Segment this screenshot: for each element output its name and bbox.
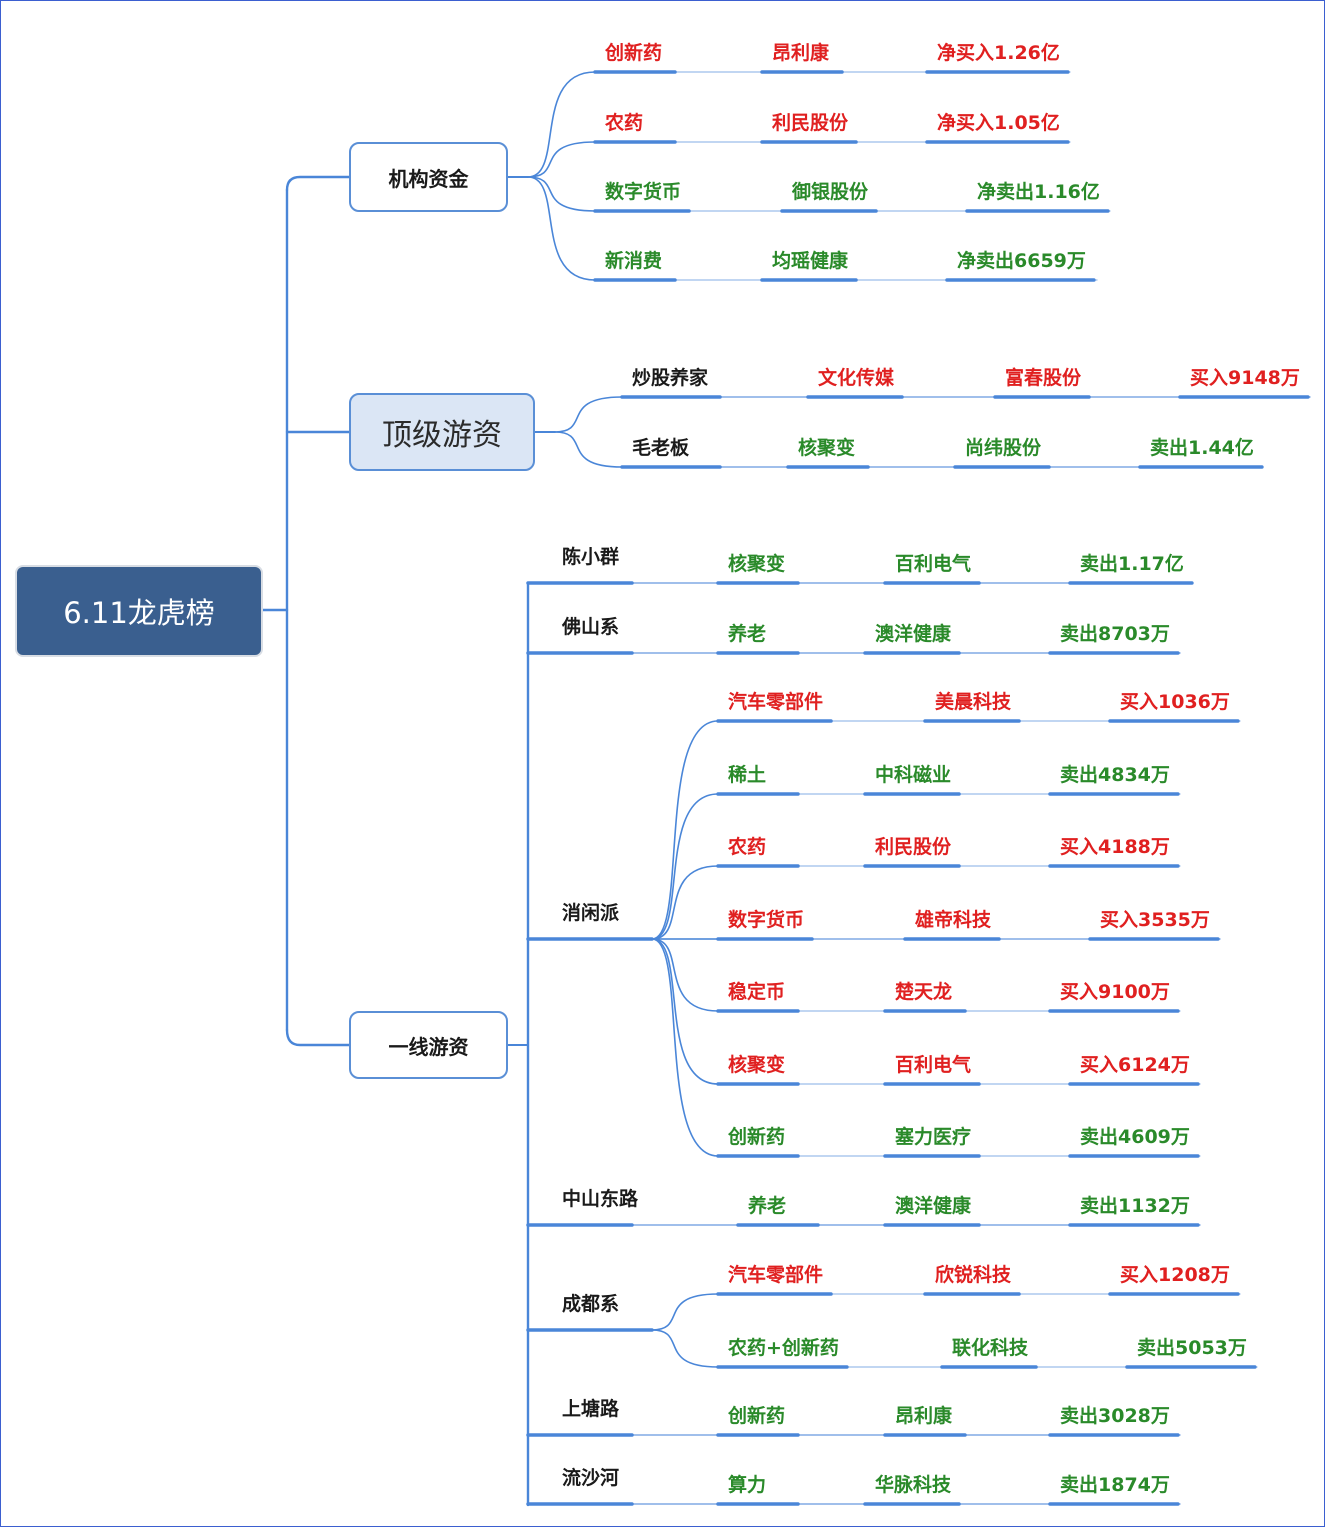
connector-line <box>527 141 596 178</box>
row-sector: 核聚变 <box>728 553 786 575</box>
row-stock: 雄帝科技 <box>915 909 992 931</box>
trader-name: 陈小群 <box>562 546 620 568</box>
connector-line <box>651 793 719 940</box>
row-stock: 塞力医疗 <box>895 1126 972 1148</box>
row-amount: 净买入1.05亿 <box>937 112 1060 134</box>
trader-name: 中山东路 <box>562 1188 639 1210</box>
row-sector: 稳定币 <box>728 981 786 1003</box>
row-sector: 新消费 <box>605 250 663 272</box>
row-stock: 美晨科技 <box>935 691 1012 713</box>
connector-line <box>554 396 623 433</box>
row-sector: 农药+创新药 <box>728 1337 839 1359</box>
row-stock: 中科磁业 <box>875 764 952 786</box>
row-sector: 核聚变 <box>798 437 856 459</box>
row-stock: 澳洋健康 <box>875 623 952 645</box>
row-stock: 欣锐科技 <box>935 1264 1012 1286</box>
topic-top-hot-money[interactable]: 顶级游资 <box>349 393 535 471</box>
row-amount: 买入3535万 <box>1100 909 1210 931</box>
row-sector: 农药 <box>605 112 644 134</box>
row-stock: 百利电气 <box>895 1054 972 1076</box>
connector-line <box>527 176 596 281</box>
row-stock: 利民股份 <box>875 836 952 858</box>
trader-name: 上塘路 <box>562 1398 620 1420</box>
row-sector: 创新药 <box>728 1126 786 1148</box>
row-amount: 买入1208万 <box>1120 1264 1230 1286</box>
row-amount: 买入9100万 <box>1060 981 1170 1003</box>
topic-first-tier-hot-money[interactable]: 一线游资 <box>349 1011 508 1079</box>
trader-name: 佛山系 <box>562 616 620 638</box>
connector-line <box>651 938 719 1012</box>
row-stock: 联化科技 <box>952 1337 1029 1359</box>
row-sector: 养老 <box>748 1195 787 1217</box>
connector-line <box>651 938 719 1157</box>
row-sector: 创新药 <box>728 1405 786 1427</box>
row-stock: 百利电气 <box>895 553 972 575</box>
trader-name: 消闲派 <box>562 902 620 924</box>
connector-line <box>651 720 719 940</box>
connector-line <box>285 175 351 192</box>
row-sector: 养老 <box>728 623 767 645</box>
connector-line <box>651 938 719 1085</box>
row-sector: 数字货币 <box>728 909 805 931</box>
row-stock: 昂利康 <box>772 42 830 64</box>
row-amount: 卖出1874万 <box>1060 1474 1170 1496</box>
row-amount: 净卖出6659万 <box>957 250 1086 272</box>
row-amount: 买入4188万 <box>1060 836 1170 858</box>
row-stock: 利民股份 <box>772 112 849 134</box>
trader-name: 炒股养家 <box>632 367 709 389</box>
row-amount: 净买入1.26亿 <box>937 42 1060 64</box>
row-amount: 卖出1.44亿 <box>1150 437 1254 459</box>
row-sector: 稀土 <box>728 764 767 786</box>
connector-line <box>285 1028 351 1047</box>
connector-line <box>651 1293 719 1331</box>
row-amount: 卖出4834万 <box>1060 764 1170 786</box>
row-stock: 富春股份 <box>1005 367 1082 389</box>
row-sector: 创新药 <box>605 42 663 64</box>
row-sector: 核聚变 <box>728 1054 786 1076</box>
row-stock: 昂利康 <box>895 1405 953 1427</box>
row-sector: 汽车零部件 <box>728 691 824 713</box>
row-amount: 买入9148万 <box>1190 367 1300 389</box>
row-stock: 均瑶健康 <box>772 250 849 272</box>
row-stock: 楚天龙 <box>895 981 953 1003</box>
row-sector: 汽车零部件 <box>728 1264 824 1286</box>
connector-line <box>527 176 596 212</box>
row-stock: 华脉科技 <box>875 1474 952 1496</box>
connector-line <box>651 865 719 940</box>
row-stock: 尚纬股份 <box>965 437 1042 459</box>
row-amount: 净卖出1.16亿 <box>977 181 1100 203</box>
row-amount: 卖出4609万 <box>1080 1126 1190 1148</box>
connector-line <box>554 431 623 468</box>
row-amount: 买入6124万 <box>1080 1054 1190 1076</box>
row-amount: 卖出5053万 <box>1137 1337 1247 1359</box>
row-sector: 数字货币 <box>605 181 682 203</box>
trader-name: 流沙河 <box>562 1467 620 1489</box>
connector-line <box>527 71 596 178</box>
row-stock: 澳洋健康 <box>895 1195 972 1217</box>
row-sector: 文化传媒 <box>818 367 895 389</box>
row-amount: 卖出1132万 <box>1080 1195 1190 1217</box>
trader-name: 毛老板 <box>632 437 690 459</box>
trader-name: 成都系 <box>562 1293 620 1315</box>
topic-institution-funds[interactable]: 机构资金 <box>349 142 508 212</box>
row-stock: 御银股份 <box>792 181 869 203</box>
row-sector: 农药 <box>728 836 767 858</box>
row-amount: 卖出8703万 <box>1060 623 1170 645</box>
row-amount: 卖出1.17亿 <box>1080 553 1184 575</box>
connector-line <box>651 1329 719 1368</box>
root-topic[interactable]: 6.11龙虎榜 <box>15 565 263 657</box>
row-amount: 卖出3028万 <box>1060 1405 1170 1427</box>
row-sector: 算力 <box>728 1474 767 1496</box>
row-amount: 买入1036万 <box>1120 691 1230 713</box>
